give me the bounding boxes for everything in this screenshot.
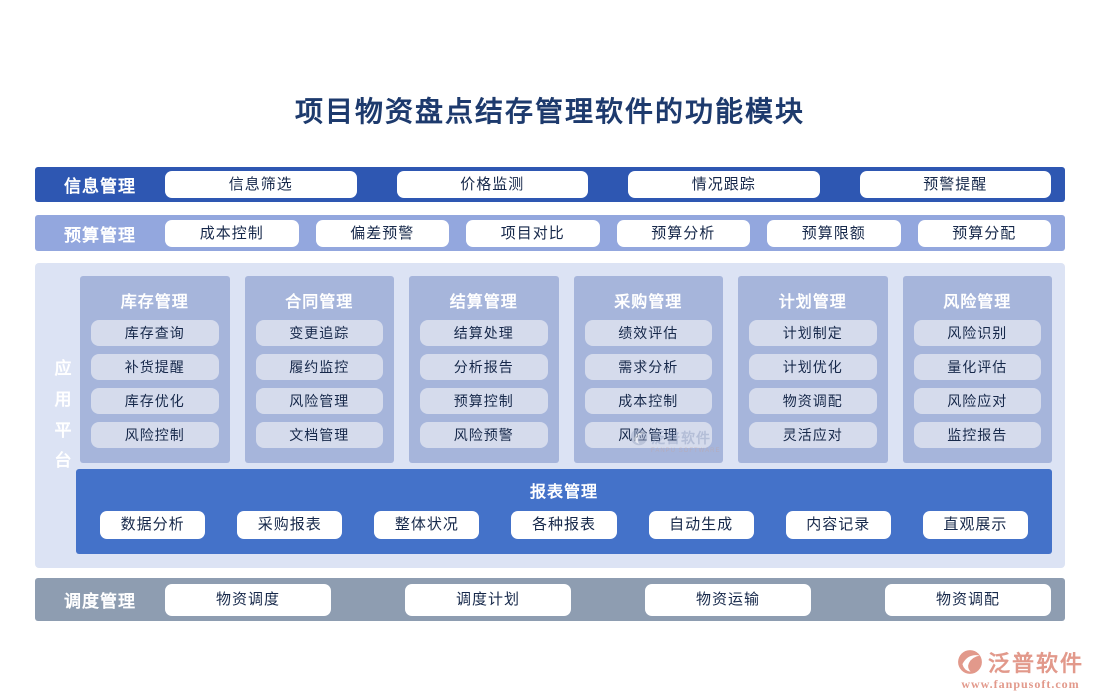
- budget-button-compare[interactable]: 项目对比: [466, 219, 600, 247]
- module-columns: 库存管理 库存查询 补货提醒 库存优化 风险控制 合同管理 变更追踪 履约监控 …: [80, 276, 1052, 463]
- budget-button-allocate[interactable]: 预算分配: [917, 219, 1051, 247]
- budget-button-analysis[interactable]: 预算分析: [616, 219, 750, 247]
- module-button[interactable]: 物资调配: [749, 388, 877, 414]
- info-button-filter[interactable]: 信息筛选: [165, 171, 357, 198]
- report-button-data[interactable]: 数据分析: [100, 511, 206, 539]
- platform-label: 应用平台: [54, 359, 72, 471]
- info-button-price[interactable]: 价格监测: [396, 171, 588, 198]
- brand-name: 泛普软件: [987, 651, 1084, 676]
- report-button-purchase[interactable]: 采购报表: [237, 511, 343, 539]
- column-planning-management: 计划管理 计划制定 计划优化 物资调配 灵活应对: [738, 276, 888, 463]
- column-header: 结算管理: [449, 294, 518, 311]
- module-button[interactable]: 库存优化: [91, 388, 219, 414]
- info-band-label: 信息管理: [64, 177, 136, 196]
- column-inventory-management: 库存管理 库存查询 补货提醒 库存优化 风险控制: [80, 276, 230, 463]
- dispatch-button-plan[interactable]: 调度计划: [405, 583, 571, 616]
- column-procurement-management: 采购管理 绩效评估 需求分析 成本控制 风险管理: [573, 276, 723, 463]
- column-header: 合同管理: [285, 294, 354, 311]
- report-header: 报表管理: [529, 484, 598, 501]
- budget-button-deviation[interactable]: 偏差预警: [315, 219, 449, 247]
- dispatch-band-label: 调度管理: [64, 592, 136, 611]
- column-contract-management: 合同管理 变更追踪 履约监控 风险管理 文档管理: [244, 276, 394, 463]
- dispatch-button-material[interactable]: 物资调度: [165, 583, 331, 616]
- report-button-auto[interactable]: 自动生成: [648, 511, 754, 539]
- info-button-alert[interactable]: 预警提醒: [859, 171, 1051, 198]
- info-band-buttons: 信息筛选 价格监测 情况跟踪 预警提醒: [165, 171, 1065, 198]
- module-button[interactable]: 监控报告: [913, 422, 1041, 448]
- dispatch-button-allocate[interactable]: 物资调配: [885, 583, 1051, 616]
- module-button[interactable]: 风险控制: [91, 422, 219, 448]
- budget-button-cost[interactable]: 成本控制: [165, 219, 299, 247]
- column-header: 采购管理: [614, 294, 683, 311]
- budget-band-buttons: 成本控制 偏差预警 项目对比 预算分析 预算限额 预算分配: [165, 219, 1065, 247]
- budget-band-label: 预算管理: [64, 225, 136, 245]
- page-title: 项目物资盘点结存管理软件的功能模块: [294, 96, 805, 127]
- column-header: 风险管理: [943, 294, 1012, 311]
- dispatch-management-band: 调度管理 物资调度 调度计划 物资运输 物资调配: [35, 578, 1065, 621]
- module-button[interactable]: 量化评估: [913, 354, 1041, 380]
- module-button[interactable]: 风险管理: [255, 388, 383, 414]
- module-button[interactable]: 需求分析: [584, 354, 712, 380]
- module-button[interactable]: 补货提醒: [91, 354, 219, 380]
- module-button[interactable]: 结算处理: [420, 320, 548, 346]
- info-management-band: 信息管理 信息筛选 价格监测 情况跟踪 预警提醒: [35, 167, 1065, 202]
- brand-url: www.fanpusoft.com: [961, 677, 1080, 691]
- module-button[interactable]: 成本控制: [584, 388, 712, 414]
- module-button[interactable]: 履约监控: [255, 354, 383, 380]
- module-button[interactable]: 风险识别: [913, 320, 1041, 346]
- module-button[interactable]: 灵活应对: [749, 422, 877, 448]
- module-button[interactable]: 计划优化: [749, 354, 877, 380]
- report-button-overall[interactable]: 整体状况: [374, 511, 480, 539]
- module-button[interactable]: 风险管理: [584, 422, 712, 448]
- column-settlement-management: 结算管理 结算处理 分析报告 预算控制 风险预警: [409, 276, 559, 463]
- report-management-section: 报表管理 数据分析 采购报表 整体状况 各种报表 自动生成 内容记录 直观展示: [76, 469, 1052, 554]
- module-button[interactable]: 绩效评估: [584, 320, 712, 346]
- module-button[interactable]: 变更追踪: [255, 320, 383, 346]
- info-button-tracking[interactable]: 情况跟踪: [628, 171, 820, 198]
- module-button[interactable]: 风险预警: [420, 422, 548, 448]
- dispatch-button-transport[interactable]: 物资运输: [645, 583, 811, 616]
- budget-button-limit[interactable]: 预算限额: [767, 219, 901, 247]
- dispatch-band-buttons: 物资调度 调度计划 物资运输 物资调配: [165, 583, 1065, 616]
- column-risk-management: 风险管理 风险识别 量化评估 风险应对 监控报告: [902, 276, 1052, 463]
- module-button[interactable]: 文档管理: [255, 422, 383, 448]
- module-button[interactable]: 预算控制: [420, 388, 548, 414]
- report-button-visual[interactable]: 直观展示: [922, 511, 1028, 539]
- module-button[interactable]: 计划制定: [749, 320, 877, 346]
- report-buttons: 数据分析 采购报表 整体状况 各种报表 自动生成 内容记录 直观展示: [100, 511, 1028, 539]
- footer-brand: 泛普软件 www.fanpusoft.com: [957, 646, 1084, 692]
- fanpu-logo-icon: [958, 650, 982, 674]
- module-button[interactable]: 风险应对: [913, 388, 1041, 414]
- column-header: 库存管理: [120, 294, 189, 311]
- module-button[interactable]: 库存查询: [91, 320, 219, 346]
- report-button-content[interactable]: 内容记录: [785, 511, 891, 539]
- column-header: 计划管理: [778, 294, 847, 311]
- report-button-various[interactable]: 各种报表: [511, 511, 617, 539]
- application-platform-panel: 应用平台 库存管理 库存查询 补货提醒 库存优化 风险控制 合同管理 变更追踪 …: [35, 263, 1065, 568]
- budget-management-band: 预算管理 成本控制 偏差预警 项目对比 预算分析 预算限额 预算分配: [35, 215, 1065, 251]
- module-button[interactable]: 分析报告: [420, 354, 548, 380]
